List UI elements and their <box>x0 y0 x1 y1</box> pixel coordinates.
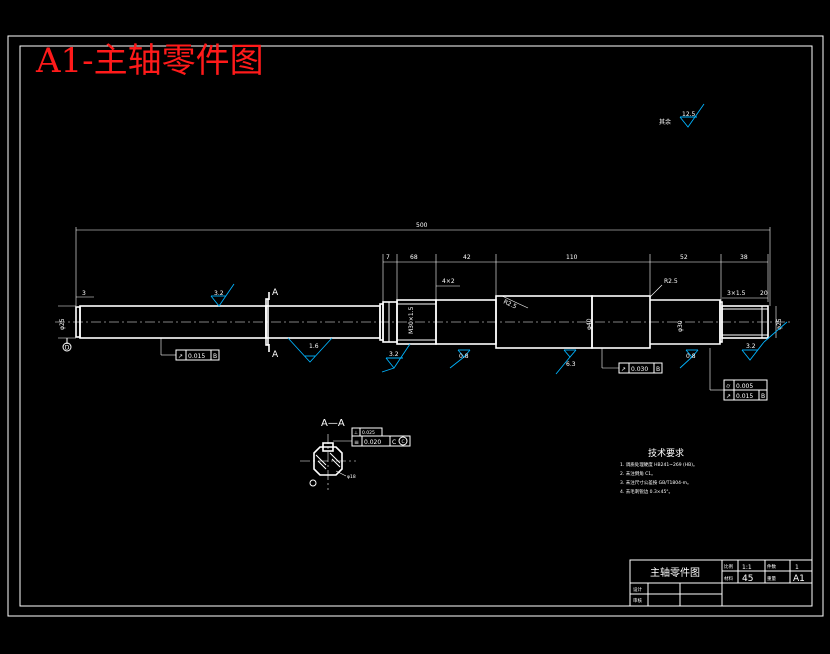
roughness-3-2c: 3.2 <box>746 343 756 350</box>
material-label: 材料 <box>724 575 733 582</box>
section-sym-value: 0.020 <box>364 439 381 446</box>
dim-68: 68 <box>410 254 418 261</box>
section-top-value: 0.025 <box>362 430 375 436</box>
roughness-3-2b: 3.2 <box>389 351 399 358</box>
cut-label-bottom: A <box>272 350 279 360</box>
section-view: A—A φ18 ⊥ 0.025 ≡ 0.020 C C <box>300 418 411 490</box>
rest-roughness-label: 其余 <box>659 118 671 126</box>
title-block: 主轴零件图 比例 1:1 件数 1 材料 45 重量 A1 设计 审核 <box>629 559 813 607</box>
tol4-value: 0.015 <box>736 393 753 400</box>
shaft-outline <box>75 295 769 349</box>
section-label: A—A <box>321 418 345 429</box>
datum-d: D <box>62 338 72 352</box>
roughness-marks: 3.2 1.6 3.2 0.8 6.3 0.8 3.2 <box>210 283 788 375</box>
dia-30-label: φ30 <box>677 320 684 332</box>
designer-label: 设计 <box>633 586 642 593</box>
dim-20: 20 <box>760 290 768 297</box>
tech-requirements: 技术要求 1. 调质处理硬度 HB241~269 (HB)。 2. 未注倒角 C… <box>620 447 698 495</box>
dim-38: 38 <box>740 254 748 261</box>
roughness-3-2a: 3.2 <box>214 290 224 297</box>
tol1-symbol: ↗ <box>178 353 183 360</box>
roughness-1-6: 1.6 <box>309 343 319 350</box>
part-name: 主轴零件图 <box>650 566 700 579</box>
material-value: 45 <box>742 574 753 584</box>
cut-label-top: A <box>272 288 279 298</box>
chamfer-left: 4×2 <box>442 278 455 285</box>
segment-dimensions: 7 68 42 110 52 38 4×2 3×1.5 20 3 R2.5 R2… <box>76 254 769 311</box>
section-sym-datum: C <box>392 439 396 446</box>
tech-item-4: 4. 去毛刺锐边 0.3×45°。 <box>620 488 673 495</box>
tol4-datum: B <box>761 393 765 400</box>
inner-frame <box>19 45 813 607</box>
tol2-datum: B <box>656 366 660 373</box>
section-cut-markers: A A <box>268 288 279 360</box>
r25-upper: R2.5 <box>664 278 678 285</box>
weight-label: 重量 <box>767 575 776 582</box>
datum-c-label: C <box>402 439 405 445</box>
roughness-6-3: 6.3 <box>566 361 576 368</box>
dim-7: 7 <box>386 254 390 261</box>
overall-dimension-label: 500 <box>416 222 428 229</box>
left-dia-label: φ25 <box>59 318 66 330</box>
tech-item-1: 1. 调质处理硬度 HB241~269 (HB)。 <box>620 461 698 468</box>
dim-52: 52 <box>680 254 688 261</box>
tol1-value: 0.015 <box>188 353 205 360</box>
drawing-title: A1-主轴零件图 <box>35 41 264 81</box>
scale-label: 比例 <box>724 563 733 570</box>
section-top-symbol: ⊥ <box>354 430 358 436</box>
tol3-value: 0.005 <box>736 383 753 390</box>
end-dia-label: φ25 <box>776 318 783 330</box>
dim-3: 3 <box>82 290 86 297</box>
tol2-value: 0.030 <box>631 366 648 373</box>
radius-r25: R2.5 <box>502 298 518 310</box>
qty-label: 件数 <box>767 563 776 570</box>
tol2-symbol: ↗ <box>621 366 626 373</box>
thread-label: M30×1.5 <box>408 306 415 334</box>
tolerance-frames: ↗ 0.015 B ↗ 0.030 B ⌭ 0.005 ↗ 0.015 B <box>160 338 768 401</box>
scale-value: 1:1 <box>742 564 752 571</box>
dia-40-label: φ40 <box>586 318 593 330</box>
tech-item-2: 2. 未注倒角 C1。 <box>620 470 656 477</box>
overall-dimension: 500 <box>75 222 771 306</box>
qty-value: 1 <box>795 564 799 571</box>
datum-d-label: D <box>65 345 70 352</box>
tol4-symbol: ↗ <box>726 393 731 400</box>
chamfer-right: 3×1.5 <box>727 290 746 297</box>
checker-label: 审核 <box>633 597 642 604</box>
tech-heading: 技术要求 <box>648 447 684 459</box>
dim-110: 110 <box>566 254 578 261</box>
roughness-symbol-icon <box>679 103 705 128</box>
tol3-symbol: ⌭ <box>726 383 731 390</box>
section-dia: φ18 <box>347 474 356 480</box>
rest-roughness-value: 12.5 <box>682 111 696 118</box>
roughness-0-8b: 0.8 <box>686 353 696 360</box>
roughness-0-8a: 0.8 <box>459 353 469 360</box>
tol1-datum: B <box>213 353 217 360</box>
rest-roughness: 其余 12.5 <box>659 103 705 128</box>
outer-frame <box>7 35 824 617</box>
dim-42: 42 <box>463 254 471 261</box>
sheet-value: A1 <box>793 574 805 584</box>
tech-item-3: 3. 未注尺寸公差按 GB/T1804-m。 <box>620 479 691 486</box>
section-sym-symbol: ≡ <box>354 439 359 446</box>
